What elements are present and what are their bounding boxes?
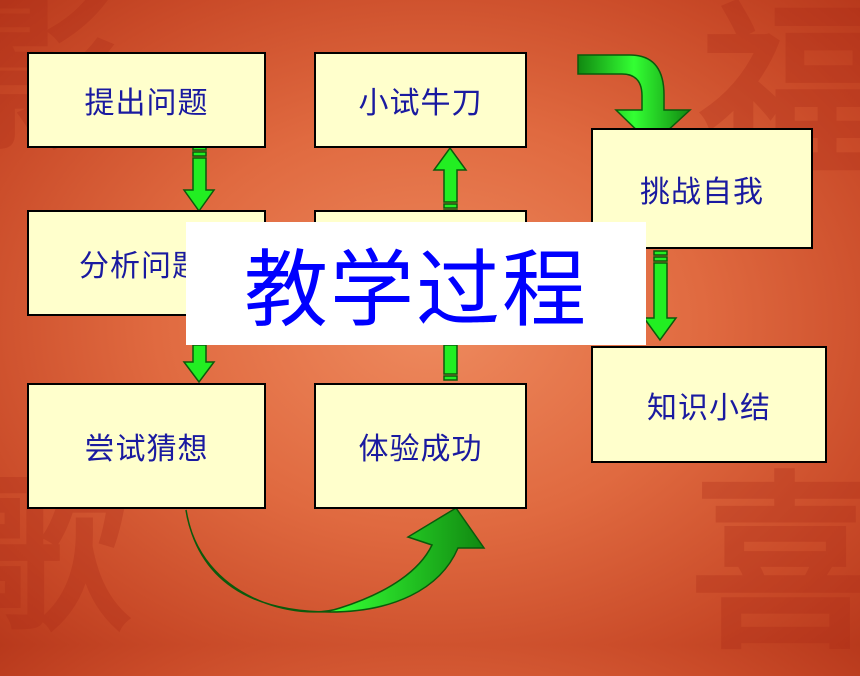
step-box-experience-success: 体验成功 — [314, 383, 527, 509]
step-box-challenge-self: 挑战自我 — [591, 128, 813, 249]
step-label: 提出问题 — [84, 86, 209, 121]
step-label: 分析问题 — [79, 249, 203, 284]
step-box-summary: 知识小结 — [591, 346, 827, 463]
step-box-small-trial: 小试牛刀 — [314, 52, 527, 148]
step-box-try-guess: 尝试猜想 — [27, 383, 266, 509]
step-box-raise-question: 提出问题 — [27, 52, 266, 148]
step-label: 挑战自我 — [640, 174, 764, 210]
step-label: 小试牛刀 — [358, 86, 483, 121]
page-title: 教学过程 — [186, 222, 646, 345]
page-title-text: 教学过程 — [243, 241, 588, 339]
arrow-up-1 — [443, 344, 458, 381]
flow-arrows — [182, 54, 692, 613]
arrow-curve-bottom — [185, 506, 486, 613]
step-label: 知识小结 — [647, 390, 771, 426]
arrow-down-1 — [182, 145, 216, 213]
arrow-down-2 — [182, 344, 216, 384]
step-label: 尝试猜想 — [84, 432, 209, 467]
arrow-up-2 — [432, 146, 468, 215]
step-label: 体验成功 — [358, 432, 483, 467]
arrow-down-3 — [642, 250, 678, 342]
